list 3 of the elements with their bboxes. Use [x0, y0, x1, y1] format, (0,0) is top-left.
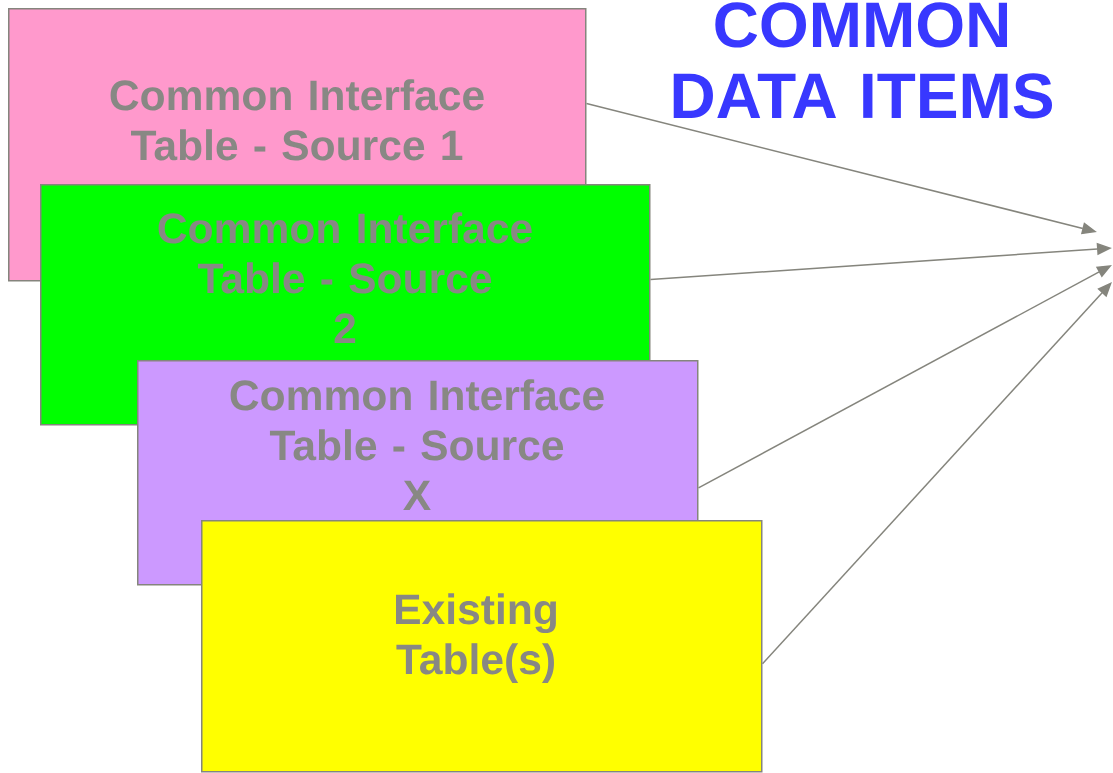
title: COMMON DATA ITEMS [673, 2, 1053, 119]
table-box: Existing Table(s) [201, 520, 763, 773]
arrow [761, 282, 1112, 665]
